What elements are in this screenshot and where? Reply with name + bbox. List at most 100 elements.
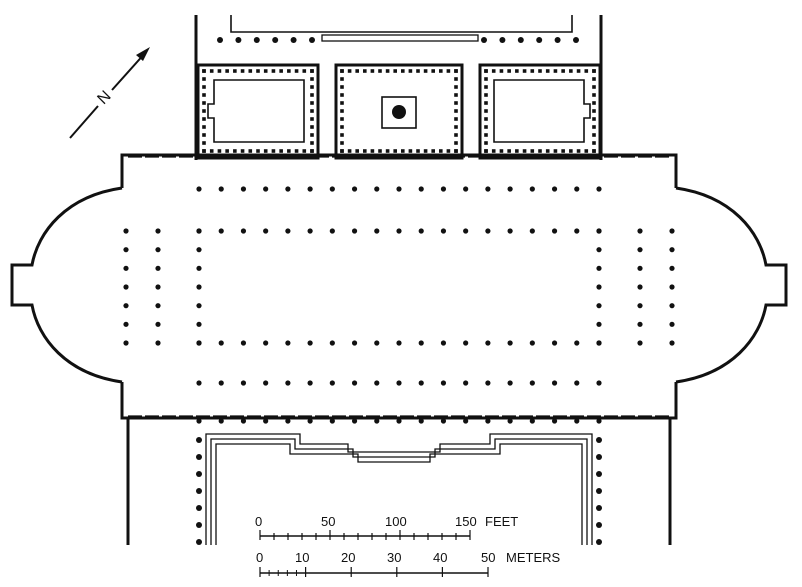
chamber-pier bbox=[202, 141, 206, 145]
hall-column bbox=[240, 186, 247, 192]
hall-column bbox=[551, 380, 558, 386]
forum-column bbox=[196, 505, 202, 511]
chamber-pier bbox=[484, 133, 488, 137]
hall-column bbox=[123, 340, 129, 346]
chamber-pier bbox=[233, 69, 237, 73]
hall-column bbox=[263, 418, 269, 424]
lower-forum-step-inner bbox=[215, 443, 583, 545]
hall-column bbox=[440, 340, 447, 346]
chamber-pier bbox=[408, 149, 413, 153]
scale-feet-label-100: 100 bbox=[385, 514, 407, 529]
chamber-pier bbox=[217, 149, 222, 153]
north-arrow-shaft-lower bbox=[69, 105, 99, 139]
chamber-pier bbox=[592, 149, 596, 153]
hall-column bbox=[669, 265, 675, 271]
hall-column bbox=[263, 380, 269, 386]
hall-column bbox=[529, 340, 535, 346]
hall-column bbox=[529, 228, 535, 234]
forum-column bbox=[596, 539, 602, 545]
hall-column bbox=[507, 228, 513, 234]
chamber-pier bbox=[401, 69, 405, 73]
chamber-pier bbox=[592, 93, 596, 97]
chamber-pier bbox=[263, 149, 268, 153]
hall-column bbox=[507, 418, 513, 424]
chamber-pier bbox=[439, 69, 443, 73]
chamber-pier bbox=[454, 141, 458, 145]
column-dot bbox=[536, 37, 543, 43]
scale-meters-unit: METERS bbox=[506, 550, 561, 565]
chamber-pier bbox=[240, 69, 245, 73]
chamber-pier bbox=[592, 117, 596, 121]
chamber-pier bbox=[553, 149, 558, 153]
hall-column bbox=[596, 340, 602, 346]
right-chamber-outer-wall bbox=[478, 63, 602, 160]
chamber-pier bbox=[294, 69, 299, 73]
left-chamber-outer-wall bbox=[196, 63, 320, 160]
chamber-pier bbox=[340, 101, 344, 105]
chamber-pier bbox=[592, 69, 596, 73]
hall-colonnades bbox=[123, 186, 675, 424]
chamber-pier bbox=[530, 149, 535, 153]
chamber-pier bbox=[491, 149, 496, 153]
chamber-pier bbox=[592, 77, 596, 81]
hall-column bbox=[123, 321, 129, 327]
chamber-pier bbox=[584, 69, 589, 73]
forum-column bbox=[596, 505, 602, 511]
hall-column bbox=[351, 418, 358, 424]
chamber-pier bbox=[363, 69, 367, 73]
hall-column bbox=[485, 340, 491, 346]
chamber-pier bbox=[310, 141, 314, 145]
chamber-pier bbox=[507, 69, 511, 73]
chamber-pier bbox=[202, 77, 206, 81]
chamber-pier bbox=[454, 149, 458, 153]
hall-column bbox=[196, 265, 202, 271]
hall-column bbox=[418, 380, 424, 386]
column-dot bbox=[499, 37, 506, 43]
chamber-pier bbox=[454, 93, 458, 97]
hall-column bbox=[637, 340, 643, 346]
chamber-pier bbox=[553, 69, 558, 73]
chamber-pier bbox=[310, 101, 314, 105]
chamber-pier bbox=[340, 85, 344, 89]
chamber-pier bbox=[576, 69, 581, 73]
chamber-pier bbox=[416, 149, 420, 153]
hall-column bbox=[485, 228, 491, 234]
north-arrow: N bbox=[69, 47, 150, 139]
chamber-pier bbox=[233, 149, 237, 153]
basilica-hall bbox=[10, 153, 788, 424]
hall-column bbox=[485, 418, 491, 424]
hall-column bbox=[285, 228, 291, 234]
hall-column bbox=[418, 186, 424, 192]
hall-column bbox=[196, 284, 202, 290]
chamber-pier bbox=[423, 69, 428, 73]
hall-column bbox=[637, 247, 643, 253]
chamber-pier bbox=[370, 69, 375, 73]
hall-column bbox=[351, 186, 358, 192]
chamber-pier bbox=[340, 141, 344, 145]
column-dot bbox=[235, 37, 242, 43]
hall-column bbox=[574, 418, 580, 424]
chamber-pier bbox=[202, 125, 206, 129]
hall-column bbox=[218, 380, 224, 386]
chamber-pier bbox=[454, 109, 458, 113]
hall-column bbox=[396, 380, 402, 386]
forum-column bbox=[196, 471, 202, 477]
chamber-pier bbox=[340, 93, 344, 97]
hall-column bbox=[285, 186, 291, 192]
chamber-pier bbox=[271, 149, 276, 153]
hall-column bbox=[196, 228, 202, 234]
chamber-pier bbox=[202, 109, 206, 113]
chamber-pier bbox=[423, 149, 428, 153]
scale-meters-label-0: 0 bbox=[256, 550, 263, 565]
chamber-pier bbox=[310, 133, 314, 137]
north-arrow-head bbox=[136, 47, 150, 61]
forum-column bbox=[596, 454, 602, 460]
hall-column bbox=[596, 303, 602, 309]
chamber-pier bbox=[446, 149, 451, 153]
hall-column bbox=[396, 228, 402, 234]
column-dot bbox=[481, 37, 487, 43]
hall-column bbox=[463, 418, 469, 424]
west-apse bbox=[10, 186, 123, 384]
chamber-pier bbox=[310, 69, 314, 73]
chamber-pier bbox=[393, 149, 397, 153]
